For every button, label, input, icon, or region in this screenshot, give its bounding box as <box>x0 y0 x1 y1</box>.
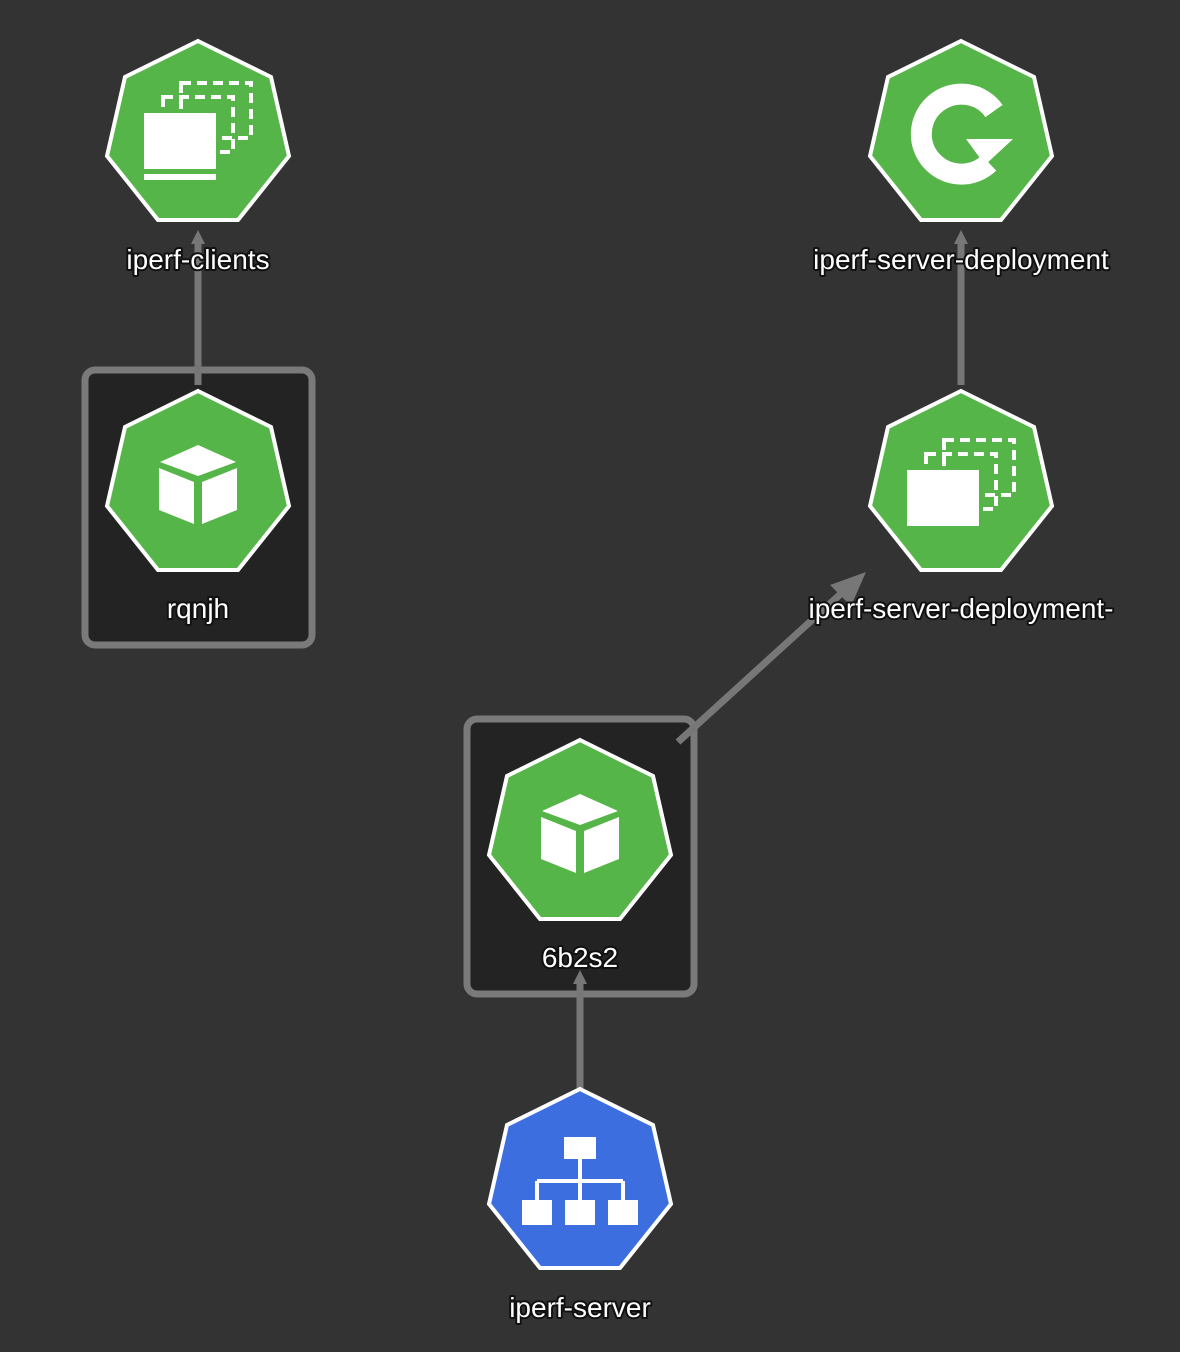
arrowhead-iperf-clients <box>191 230 205 244</box>
service-icon <box>522 1137 638 1225</box>
deployment-icon <box>910 83 1013 185</box>
label-iperf-clients: iperf-clients <box>126 244 269 275</box>
arrowhead-replicaset <box>830 572 866 606</box>
node-pod-6b2s2[interactable] <box>487 738 673 921</box>
arrowhead-deployment <box>954 230 968 244</box>
daemonset-icon <box>144 81 253 180</box>
edge-6b2s2-to-replicaset <box>675 587 848 745</box>
edge-arrowheads <box>191 230 968 984</box>
replicaset-icon <box>907 438 1016 526</box>
edges <box>194 240 965 1088</box>
label-iperf-server-deployment: iperf-server-deployment <box>813 244 1109 275</box>
node-pod-rqnjh[interactable] <box>105 389 291 572</box>
node-replicaset[interactable] <box>868 389 1054 572</box>
arrowhead-6b2s2 <box>573 970 587 984</box>
pod-icon <box>541 794 619 873</box>
node-iperf-server[interactable] <box>487 1087 673 1270</box>
label-pod-rqnjh: rqnjh <box>167 593 229 624</box>
label-replicaset: iperf-server-deployment- <box>809 593 1114 624</box>
node-iperf-clients[interactable] <box>105 39 291 222</box>
label-iperf-server: iperf-server <box>509 1292 651 1323</box>
pod-icon <box>159 445 237 524</box>
label-pod-6b2s2: 6b2s2 <box>542 942 618 973</box>
node-iperf-server-deployment[interactable] <box>868 39 1054 222</box>
